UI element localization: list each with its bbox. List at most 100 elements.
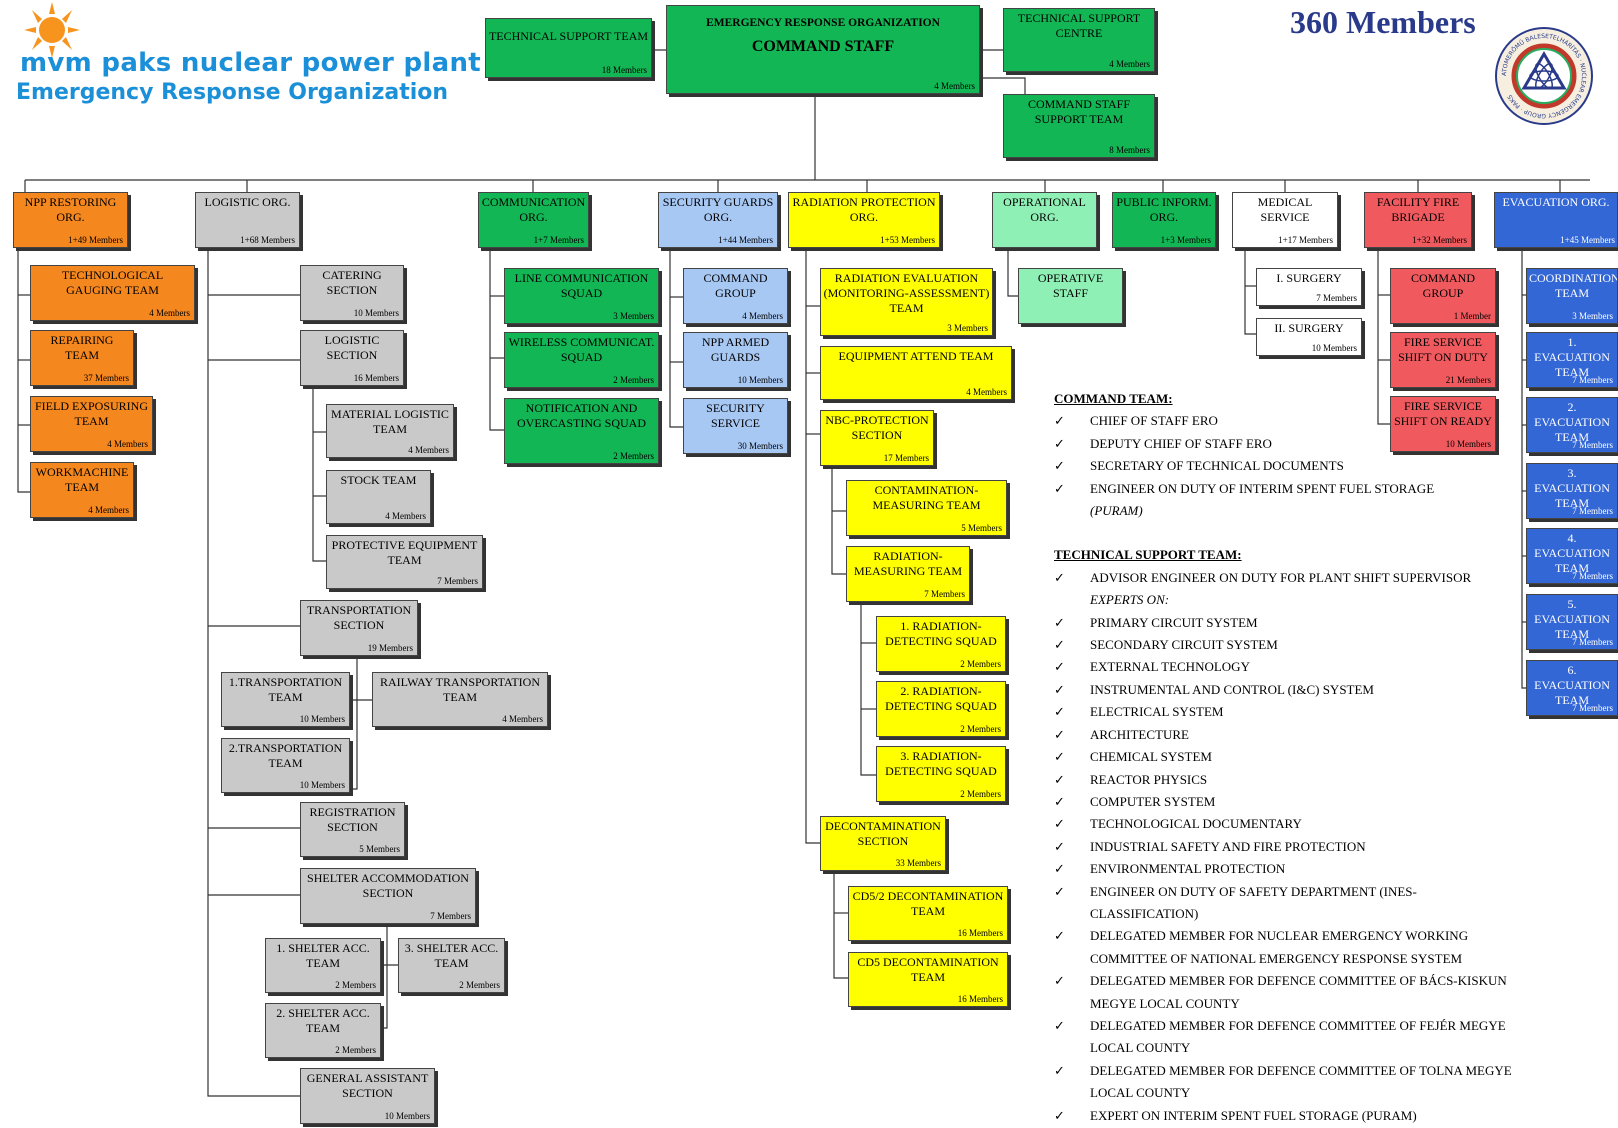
- members-count: 18 Members: [601, 65, 647, 75]
- technical-support-heading: TECHNICAL SUPPORT TEAM:: [1054, 547, 1242, 563]
- members-count: 4 Members: [107, 439, 148, 449]
- members-count: 4 Members: [742, 311, 783, 321]
- technical-support-team-box[interactable]: TECHNICAL SUPPORT TEAM 18 Members: [485, 18, 652, 78]
- logistic-org-box[interactable]: LOGISTIC ORG.1+68 Members: [195, 192, 300, 248]
- notes-item-text: TECHNOLOGICAL DOCUMENTARY: [1090, 816, 1302, 832]
- members-count: 2 Members: [960, 659, 1001, 669]
- box-title: 5. EVACUATION TEAM: [1534, 597, 1610, 641]
- members-count: 5 Members: [961, 523, 1002, 533]
- check-icon: ✓: [1054, 1017, 1065, 1033]
- box-title: 2.TRANSPORTATION TEAM: [228, 741, 343, 770]
- members-count: 2 Members: [613, 375, 654, 385]
- members-count: 4 Members: [966, 387, 1007, 397]
- brand-line-1: mvm paks nuclear power plant: [20, 48, 481, 78]
- command-team-list: ✓CHIEF OF STAFF ERO✓DEPUTY CHIEF OF STAF…: [1054, 410, 1524, 500]
- box-title: 3. SHELTER ACC. TEAM: [404, 941, 499, 970]
- box-title: SHELTER ACCOMMODATION SECTION: [307, 871, 469, 900]
- notes-item-text: SECRETARY OF TECHNICAL DOCUMENTS: [1090, 458, 1344, 474]
- members-count: 37 Members: [83, 373, 129, 383]
- members-count: 21 Members: [1445, 375, 1491, 385]
- box-title: MEDICAL SERVICE: [1257, 195, 1313, 224]
- notes-item: ✓ENGINEER ON DUTY OF INTERIM SPENT FUEL …: [1054, 478, 1524, 500]
- command-staff-box[interactable]: EMERGENCY RESPONSE ORGANIZATION COMMAND …: [666, 5, 980, 94]
- box-title: 3. EVACUATION TEAM: [1534, 466, 1610, 510]
- box-title: WIRELESS COMMUNICAT. SQUAD: [508, 335, 655, 364]
- members-count: 3 Members: [947, 323, 988, 333]
- notes-item-text: EXPERT ON INTERIM SPENT FUEL STORAGE (PU…: [1090, 1107, 1417, 1123]
- evacuation-org-box[interactable]: EVACUATION ORG.1+45 Members: [1494, 192, 1618, 248]
- command-staff-support-box[interactable]: COMMAND STAFF SUPPORT TEAM 8 Members: [1003, 94, 1155, 158]
- radiation-evaluation-team-box[interactable]: RADIATION EVALUATION (MONITORING-ASSESSM…: [820, 268, 993, 336]
- security-guards-org-box[interactable]: SECURITY GUARDS ORG.1+44 Members: [658, 192, 778, 248]
- notes-item-text: CHEMICAL SYSTEM: [1090, 749, 1212, 765]
- npp-restoring-org-box[interactable]: NPP RESTORING ORG.1+49 Members: [13, 192, 128, 248]
- brand-line-2: Emergency Response Organization: [16, 80, 449, 105]
- check-icon: ✓: [1054, 435, 1065, 451]
- wireless-communication-squad-box[interactable]: WIRELESS COMMUNICAT. SQUAD 2 Members: [504, 332, 659, 388]
- operative-staff-box[interactable]: OPERATIVE STAFF: [1018, 268, 1123, 324]
- communication-org-box[interactable]: COMMUNICATION ORG.1+7 Members: [478, 192, 589, 248]
- radiation-protection-org-box[interactable]: RADIATION PROTECTION ORG.1+53 Members: [788, 192, 940, 248]
- notes-item-text: INSTRUMENTAL AND CONTROL (I&C) SYSTEM: [1090, 681, 1374, 697]
- box-title: RADIATION-MEASURING TEAM: [853, 549, 963, 578]
- public-inform-org-box[interactable]: PUBLIC INFORM. ORG.1+3 Members: [1112, 192, 1216, 248]
- check-icon: ✓: [1054, 883, 1065, 899]
- technical-support-centre-box[interactable]: TECHNICAL SUPPORT CENTRE 4 Members: [1003, 8, 1155, 72]
- team-composition-notes: COMMAND TEAM: ✓CHIEF OF STAFF ERO✓DEPUTY…: [1054, 388, 1524, 1127]
- notes-item-text: REACTOR PHYSICS: [1090, 771, 1208, 787]
- operational-org-box[interactable]: OPERATIONAL ORG.: [992, 192, 1097, 248]
- members-count: 7 Members: [1572, 703, 1613, 713]
- notes-item: ✓INDUSTRIAL SAFETY AND FIRE PROTECTION: [1054, 836, 1524, 858]
- members-count: 1+45 Members: [1560, 235, 1615, 245]
